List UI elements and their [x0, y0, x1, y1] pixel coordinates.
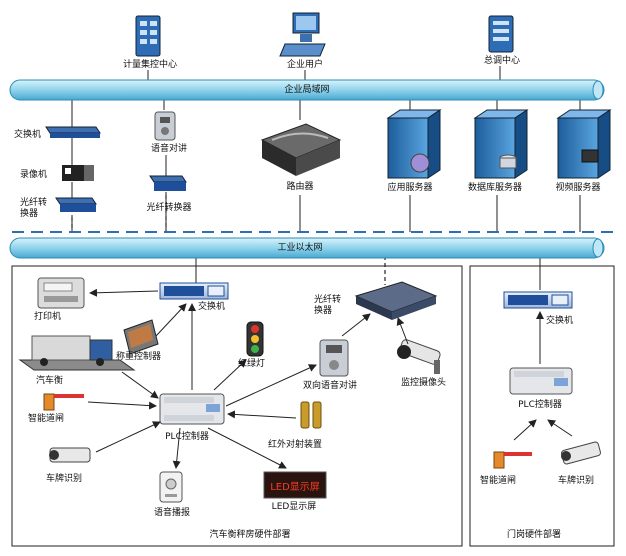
- printer-icon: [37, 277, 85, 309]
- dispatch-center-icon: [488, 15, 514, 53]
- plc-icon: [159, 393, 225, 425]
- voice-broadcast-icon: [159, 471, 183, 503]
- fiber-converter-mid-icon: [149, 175, 187, 191]
- plc-label: PLC控制器: [165, 432, 209, 442]
- infrared-device-icon: [300, 401, 322, 429]
- switch-weigh-label: 交换机: [198, 302, 226, 312]
- db-server-icon: [473, 109, 529, 179]
- gate-post-arrows: [513, 311, 573, 441]
- barrier-label: 智能道闸: [28, 414, 65, 424]
- led-screen-icon: LED显示屏: [263, 471, 327, 499]
- fiber-converter-left-icon: [55, 197, 97, 212]
- switch-gate-label: 交换机: [546, 316, 574, 326]
- plc-gate-icon: [509, 367, 573, 395]
- enterprise-user-computer-icon: [279, 12, 326, 57]
- traffic-light-icon: [246, 321, 264, 357]
- led-screen-text: LED显示屏: [270, 481, 320, 493]
- dispatch-center-label: 总调中心: [483, 56, 521, 66]
- led-screen-label: LED显示屏: [271, 502, 317, 512]
- switch-weigh-icon: [159, 282, 229, 300]
- video-server-label: 视频服务器: [555, 183, 601, 193]
- intercom-weigh-icon: [319, 339, 349, 377]
- video-server-icon: [556, 109, 612, 179]
- enterprise-lan-label: 企业局域网: [284, 85, 330, 95]
- fiber-converter-left-label: 光纤转换器: [20, 198, 48, 219]
- gate-post-box: [469, 265, 615, 547]
- industrial-ethernet-label: 工业以太网: [277, 243, 323, 253]
- switch-gate-icon: [503, 291, 573, 309]
- truck-scale-label: 汽车衡: [36, 376, 64, 386]
- app-server-icon: [386, 109, 442, 179]
- switch-top-icon: [45, 126, 101, 138]
- router-icon: [260, 123, 342, 176]
- fiber-converter-weigh-label: 光纤转换器: [314, 295, 342, 316]
- surveillance-camera-icon: [397, 339, 441, 374]
- infrared-label: 红外对射装置: [268, 440, 323, 450]
- voice-broadcast-label: 语音播报: [153, 508, 191, 518]
- weigh-room-arrows: [87, 288, 409, 469]
- switch-top-label: 交换机: [14, 130, 42, 140]
- weigh-room-title: 汽车衡秤房硬件部署: [209, 530, 291, 540]
- router-label: 路由器: [286, 182, 314, 192]
- barrier-gate-label: 智能道闸: [480, 476, 517, 486]
- recorder-label: 录像机: [20, 170, 48, 180]
- intercom-top-icon: [154, 111, 176, 141]
- traffic-light-label: 红绿灯: [238, 359, 266, 369]
- app-server-label: 应用服务器: [387, 183, 433, 193]
- metering-center-icon: [135, 15, 161, 57]
- recorder-icon: [62, 165, 94, 181]
- enterprise-user-label: 企业用户: [286, 60, 324, 70]
- fiber-converter-mid-label: 光纤转换器: [146, 203, 192, 213]
- barrier-icon: [43, 393, 84, 411]
- enterprise-lan-pipe: [9, 79, 605, 101]
- two-way-intercom-label: 双向语音对讲: [302, 381, 358, 391]
- intercom-top-label: 语音对讲: [150, 144, 188, 154]
- printer-label: 打印机: [34, 312, 62, 322]
- plate-recognition-gate-label: 车牌识别: [558, 476, 595, 486]
- metering-center-label: 计量集控中心: [122, 60, 178, 70]
- truck-scale-icon: [18, 335, 136, 371]
- weigh-controller-label: 称重控制器: [116, 352, 162, 362]
- camera-label: 监控摄像头: [401, 378, 447, 388]
- fiber-converter-weigh-icon: [354, 281, 438, 320]
- plc-gate-label: PLC控制器: [518, 400, 562, 410]
- weigh-room-box: [11, 265, 463, 547]
- plate-recognition-label: 车牌识别: [46, 474, 83, 484]
- weigh-controller-icon: [123, 319, 159, 355]
- plate-camera-weigh-icon: [49, 447, 91, 463]
- plate-camera-gate-icon: [561, 441, 601, 465]
- barrier-gate-icon: [493, 451, 532, 469]
- db-server-label: 数据库服务器: [467, 183, 523, 193]
- industrial-ethernet-pipe: [9, 237, 605, 259]
- fiber-links: [71, 195, 386, 285]
- gate-post-title: 门岗硬件部署: [506, 530, 562, 540]
